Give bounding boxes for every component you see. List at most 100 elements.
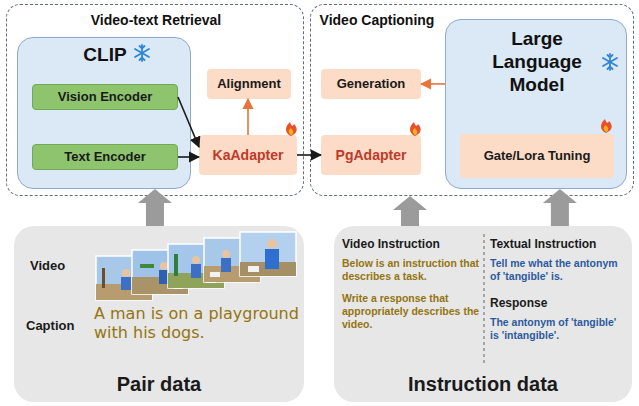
node-text: CLIP (83, 44, 126, 67)
snowflake-arm (135, 49, 149, 57)
adapter-box: PgAdapter (321, 135, 421, 175)
text-slot: Generation (321, 69, 421, 99)
text-slot: Below is an instruction that describes a… (342, 257, 480, 284)
frame-sky (168, 244, 224, 288)
region-box: Video CaptioningGenerationPgAdapter Large… (310, 4, 634, 196)
text-slot: The antonym of 'tangible' is 'intangible… (490, 316, 626, 343)
node-text: Caption (26, 318, 74, 334)
block-arrow (543, 189, 577, 226)
column-divider (483, 234, 484, 364)
frame-dog (210, 272, 220, 277)
frame-head (160, 262, 168, 270)
video-frame (168, 244, 224, 288)
objective-box: Alignment (207, 69, 291, 99)
frame-head (222, 250, 230, 258)
flow-arrow (421, 83, 445, 85)
frame-playground (240, 246, 244, 270)
text-slot: Textual Instruction (490, 234, 626, 252)
frame-playground (140, 264, 154, 268)
node-text: Below is an instruction that describes a… (342, 257, 480, 283)
trainable-icon (410, 122, 421, 136)
frame-body (121, 277, 131, 290)
block-arrow (393, 196, 427, 226)
text-slot: KaAdapter (199, 135, 297, 175)
flame-outer (286, 122, 297, 136)
frame-dog (136, 289, 146, 294)
frame-ground (96, 284, 152, 300)
flow-arrow (247, 99, 249, 135)
text-slot: Video (30, 256, 94, 274)
node-text: Text Encoder (64, 149, 145, 165)
text-slot: Caption (26, 316, 98, 334)
region-box: Video-text RetrievalCLIP Vision EncoderTe… (6, 4, 304, 196)
node-text: Textual Instruction (490, 237, 596, 251)
flame-inner (413, 128, 418, 135)
snowflake-arm (603, 58, 617, 66)
flame-outer (410, 122, 421, 136)
flame-outer (601, 119, 612, 133)
video-frame (96, 256, 152, 300)
frame-ground (240, 262, 296, 276)
objective-box: Generation (321, 69, 421, 99)
frame-body (191, 264, 201, 278)
node-text: Video (30, 258, 65, 274)
video-frame (240, 232, 296, 276)
node-text: Generation (337, 76, 406, 92)
snowflake-arm (603, 58, 617, 66)
snowflake-tip (608, 55, 613, 58)
frozen-icon (135, 45, 149, 61)
text-slot: Alignment (207, 69, 291, 99)
text-slot: PgAdapter (321, 135, 421, 175)
frame-sky (132, 250, 188, 294)
flow-arrow (178, 97, 199, 147)
node-text: Tell me what the antonym of 'tangible' i… (490, 257, 626, 283)
node-text: Pair data (117, 372, 201, 396)
video-frame (204, 238, 260, 282)
snowflake-arm (135, 49, 149, 57)
trainable-icon (601, 119, 612, 133)
frame-body (159, 270, 169, 284)
snowflake-arm (141, 45, 143, 61)
text-slot: A man is on a playground with his dogs. (94, 304, 302, 342)
node-text: Write a response that appropriately desc… (342, 292, 480, 331)
node-text: Response (490, 296, 547, 310)
model-box: CLIP Vision EncoderText Encoder (17, 37, 191, 189)
tuning-box: Gate/Lora Tuning (460, 134, 614, 178)
video-frames (96, 232, 296, 300)
node-text: PgAdapter (336, 147, 407, 164)
frame-ground (204, 266, 260, 282)
snowflake-tip (140, 58, 145, 61)
frame-head (267, 239, 277, 249)
node-text: Video-text Retrieval (91, 12, 221, 29)
text-slot: Video Captioning (315, 11, 439, 29)
frame-dog (206, 278, 216, 283)
text-slot: Gate/Lora Tuning (460, 134, 614, 178)
frame-sky (240, 232, 296, 276)
text-slot: CLIP (18, 44, 192, 67)
snowflake-arm (609, 54, 611, 70)
adapter-box: KaAdapter (199, 135, 297, 175)
node-text: KaAdapter (213, 147, 284, 164)
frame-dog (248, 266, 259, 272)
frame-sky (204, 238, 260, 282)
flow-arrow (297, 154, 321, 156)
encoder-box: Vision Encoder (32, 84, 178, 110)
snowflake-tip (608, 67, 613, 70)
data-panel: Video InstructionBelow is an instruction… (334, 226, 632, 402)
flame-inner (604, 125, 609, 132)
flame-inner (289, 128, 294, 135)
node-text: The antonym of 'tangible' is 'intangible… (490, 316, 626, 342)
text-slot: Large Language Model (477, 28, 597, 96)
node-text: Vision Encoder (58, 89, 152, 105)
node-text: Video Captioning (320, 12, 435, 29)
flow-arrow (178, 156, 199, 158)
model-box: Large Language ModelGate/Lora Tuning (445, 19, 627, 189)
frame-head (192, 256, 200, 264)
text-slot: Video Instruction (342, 234, 480, 252)
frame-head (122, 269, 130, 277)
node-text: Video Instruction (342, 237, 440, 251)
text-slot: Vision Encoder (33, 85, 177, 109)
text-slot: Pair data (14, 372, 304, 396)
